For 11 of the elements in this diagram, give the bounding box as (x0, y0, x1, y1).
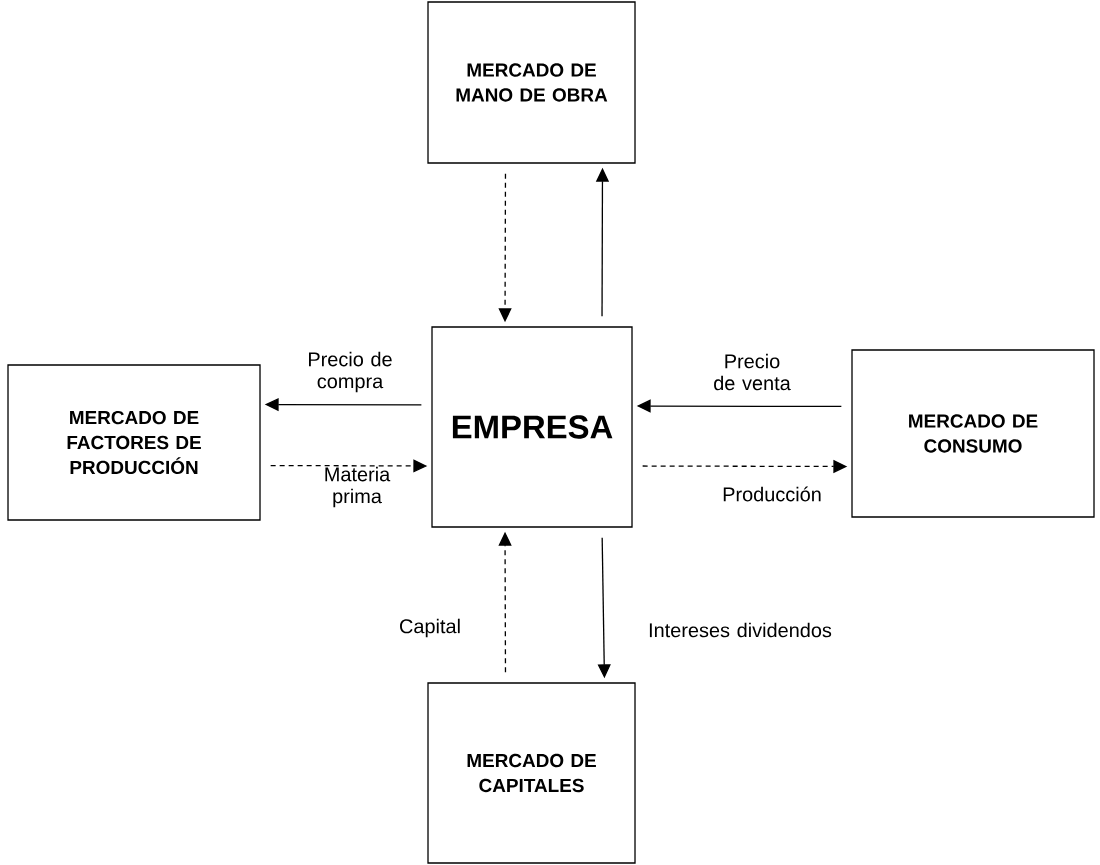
edge-label: Precio de venta (714, 353, 791, 391)
edge-label: Capital (400, 618, 460, 638)
edge-label: Producción (723, 486, 821, 502)
market-box: MERCADO DE CAPITALES (427, 682, 636, 864)
market-box: MERCADO DE FACTORES DE PRODUCCIÓN (7, 364, 261, 521)
market-box: MERCADO DE MANO DE OBRA (427, 1, 636, 164)
edge-label: Precio de compra (309, 351, 392, 393)
company-box: EMPRESA (431, 326, 633, 528)
market-box: MERCADO DE CONSUMO (851, 349, 1095, 518)
edge-label: Intereses dividendos (649, 622, 832, 638)
edge-label: Materia prima (325, 466, 391, 508)
